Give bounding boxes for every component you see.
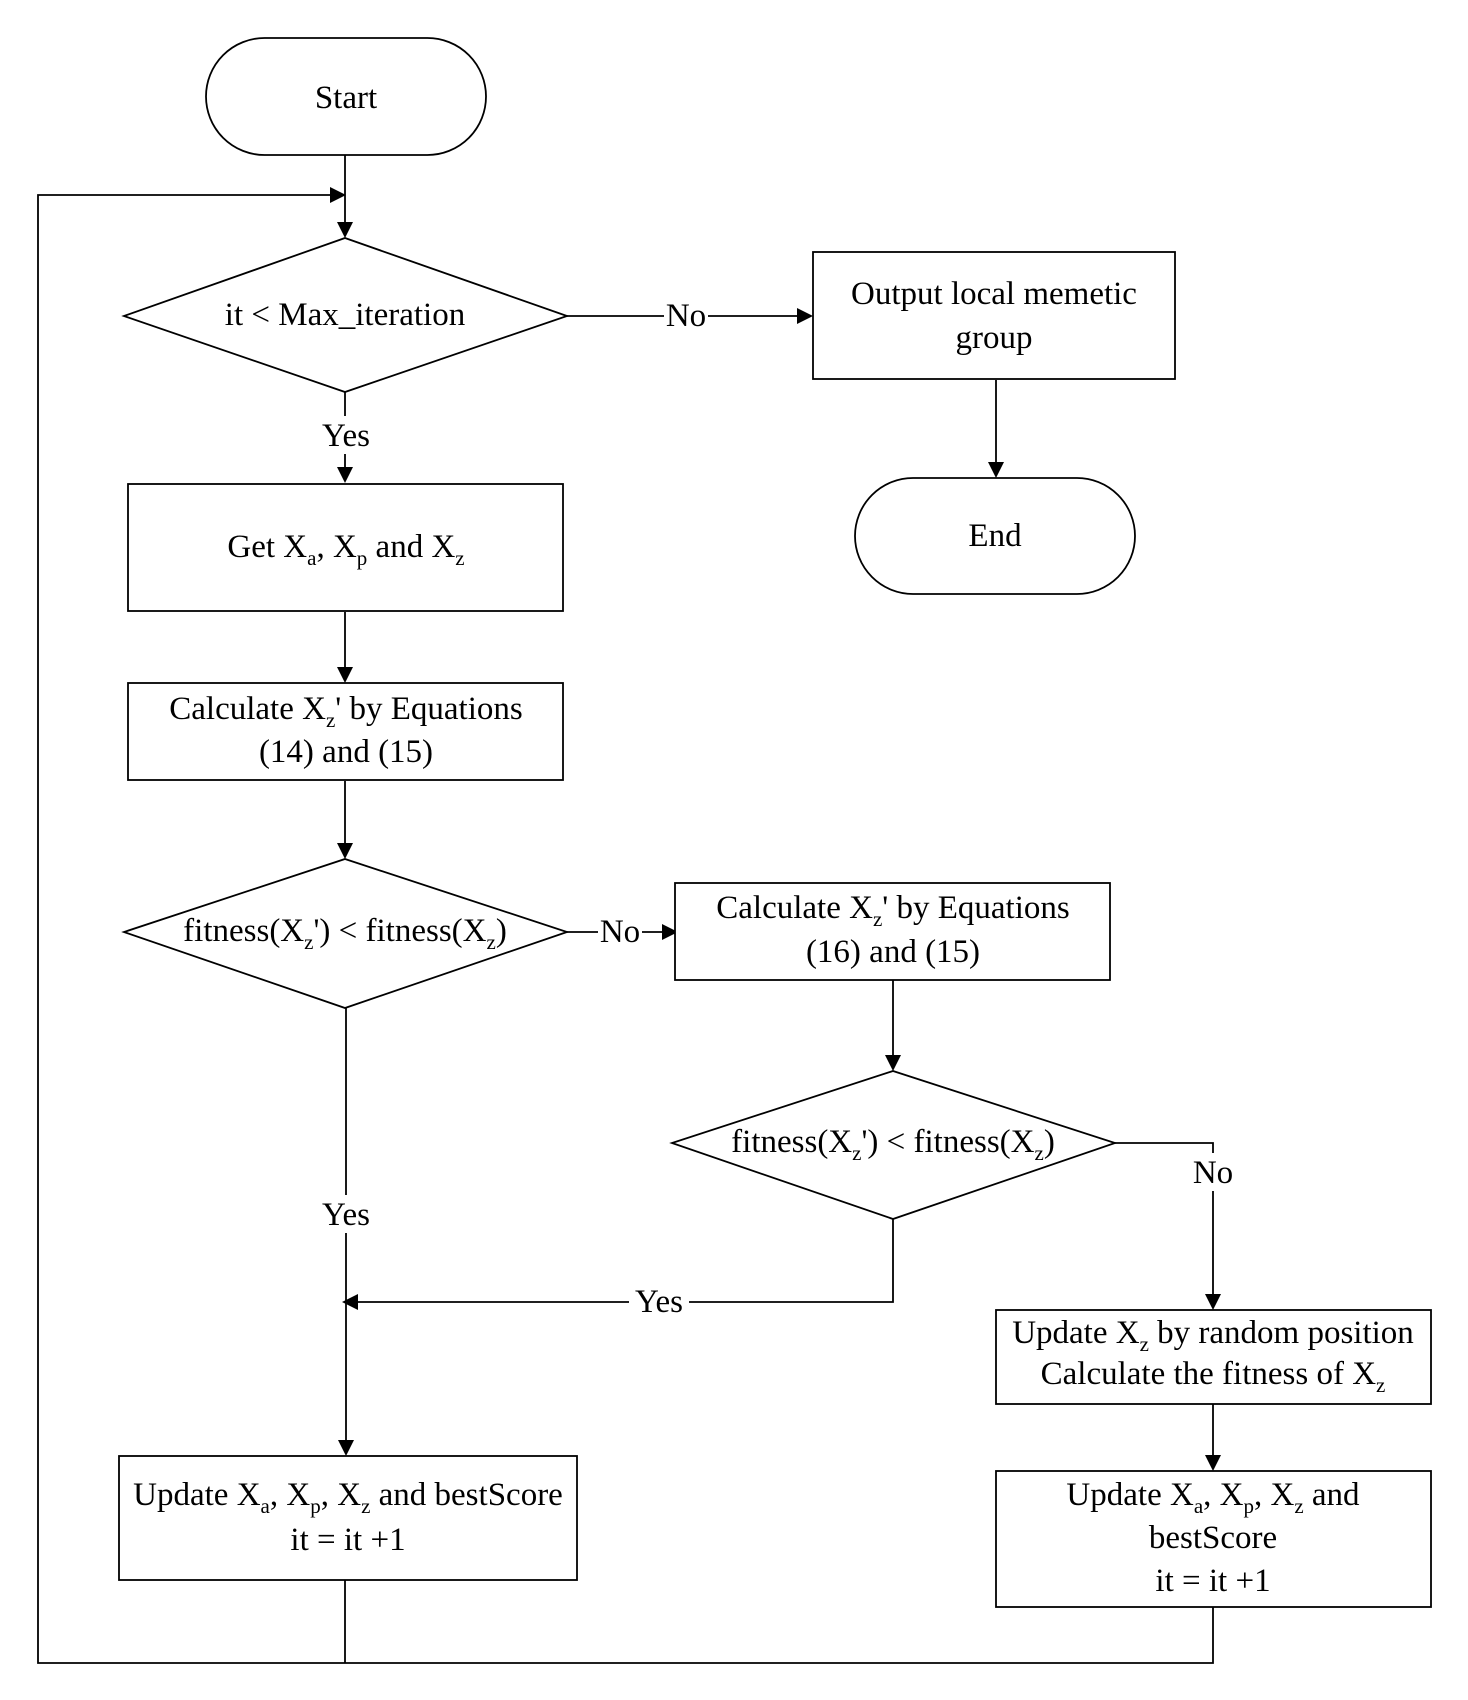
arrowhead — [337, 222, 353, 238]
calc1-shape — [127, 682, 564, 781]
update-right-box: Update Xa, Xp, Xz and bestScore it = it … — [995, 1470, 1432, 1608]
edge-label-fit2-no: No — [1193, 1155, 1233, 1191]
update-right-line1: Update Xa, Xp, Xz and — [1066, 1477, 1360, 1518]
arrowhead — [1205, 1294, 1221, 1310]
edge-fit2-no — [1115, 1142, 1214, 1294]
arrowheads — [330, 187, 1221, 1471]
arrowhead — [337, 667, 353, 683]
update-left-line1: Update Xa, Xp, Xz and bestScore — [133, 1477, 563, 1518]
end-label: End — [968, 518, 1022, 554]
calc2-line2: (16) and (15) — [806, 934, 980, 970]
edge-loop-back — [37, 194, 345, 1664]
update-random-line1: Update Xz by random position — [1012, 1315, 1414, 1356]
edge-fit2-yes — [358, 1219, 894, 1303]
arrowhead — [885, 1055, 901, 1071]
decision-fitness-1: fitness(Xz') < fitness(Xz) — [121, 858, 570, 1009]
edge-label-fit2-yes: Yes — [635, 1284, 683, 1320]
arrowhead — [988, 462, 1004, 478]
update-right-line3: it = it +1 — [1155, 1563, 1270, 1599]
update-left-line2: it = it +1 — [290, 1522, 405, 1558]
update-left-shape — [118, 1455, 578, 1581]
start-shape — [205, 37, 487, 156]
arrowhead — [330, 187, 346, 203]
calc1-line1: Calculate Xz' by Equations — [169, 691, 522, 732]
edge-update-right-to-loop — [345, 1607, 1214, 1664]
get-shape — [127, 483, 564, 612]
end-shape — [854, 477, 1136, 595]
decision-iteration: it < Max_iteration — [121, 237, 570, 393]
output-line1: Output local memetic — [851, 276, 1137, 312]
arrowhead — [337, 843, 353, 859]
connectors — [37, 155, 1214, 1664]
update-right-line2: bestScore — [1149, 1520, 1277, 1556]
calc1-box: Calculate Xz' by Equations (14) and (15) — [127, 682, 564, 781]
update-left-box: Update Xa, Xp, Xz and bestScore it = it … — [118, 1455, 578, 1581]
calc2-box: Calculate Xz' by Equations (16) and (15) — [674, 882, 1111, 981]
decision-fitness-1-shape — [121, 858, 570, 1009]
arrowhead — [337, 467, 353, 483]
arrowhead — [1205, 1455, 1221, 1471]
edge-labels: No Yes No Yes No Yes — [317, 296, 1237, 1320]
decision-iteration-shape — [121, 237, 570, 393]
arrowhead — [338, 1440, 354, 1456]
decision-fitness-1-label: fitness(Xz') < fitness(Xz) — [183, 913, 507, 954]
update-random-shape — [995, 1309, 1432, 1405]
output-line2: group — [956, 320, 1033, 356]
decision-iteration-label: it < Max_iteration — [225, 297, 465, 333]
update-right-shape — [995, 1470, 1432, 1608]
decision-fitness-2: fitness(Xz') < fitness(Xz) — [669, 1070, 1118, 1220]
decision-fitness-2-label: fitness(Xz') < fitness(Xz) — [731, 1124, 1055, 1165]
update-random-line2: Calculate the fitness of Xz — [1041, 1356, 1386, 1397]
arrowhead — [797, 308, 813, 324]
arrowhead — [342, 1294, 358, 1310]
edge-label-fit1-no: No — [600, 914, 640, 950]
calc2-line1: Calculate Xz' by Equations — [716, 890, 1069, 931]
get-box: Get Xa, Xp and Xz — [127, 483, 564, 612]
get-label: Get Xa, Xp and Xz — [227, 529, 464, 570]
output-shape — [812, 251, 1176, 380]
start-label: Start — [315, 80, 377, 116]
edge-label-iter-yes: Yes — [322, 418, 370, 454]
calc2-shape — [674, 882, 1111, 981]
arrowhead — [662, 924, 678, 940]
edge-label-fit1-yes: Yes — [322, 1197, 370, 1233]
calc1-line2: (14) and (15) — [259, 734, 433, 770]
decision-fitness-2-shape — [669, 1070, 1118, 1220]
start-terminator: Start — [205, 37, 487, 156]
end-terminator: End — [854, 477, 1136, 595]
output-box: Output local memetic group — [812, 251, 1176, 380]
edge-label-iter-no: No — [666, 298, 706, 334]
update-random-box: Update Xz by random position Calculate t… — [995, 1309, 1432, 1405]
